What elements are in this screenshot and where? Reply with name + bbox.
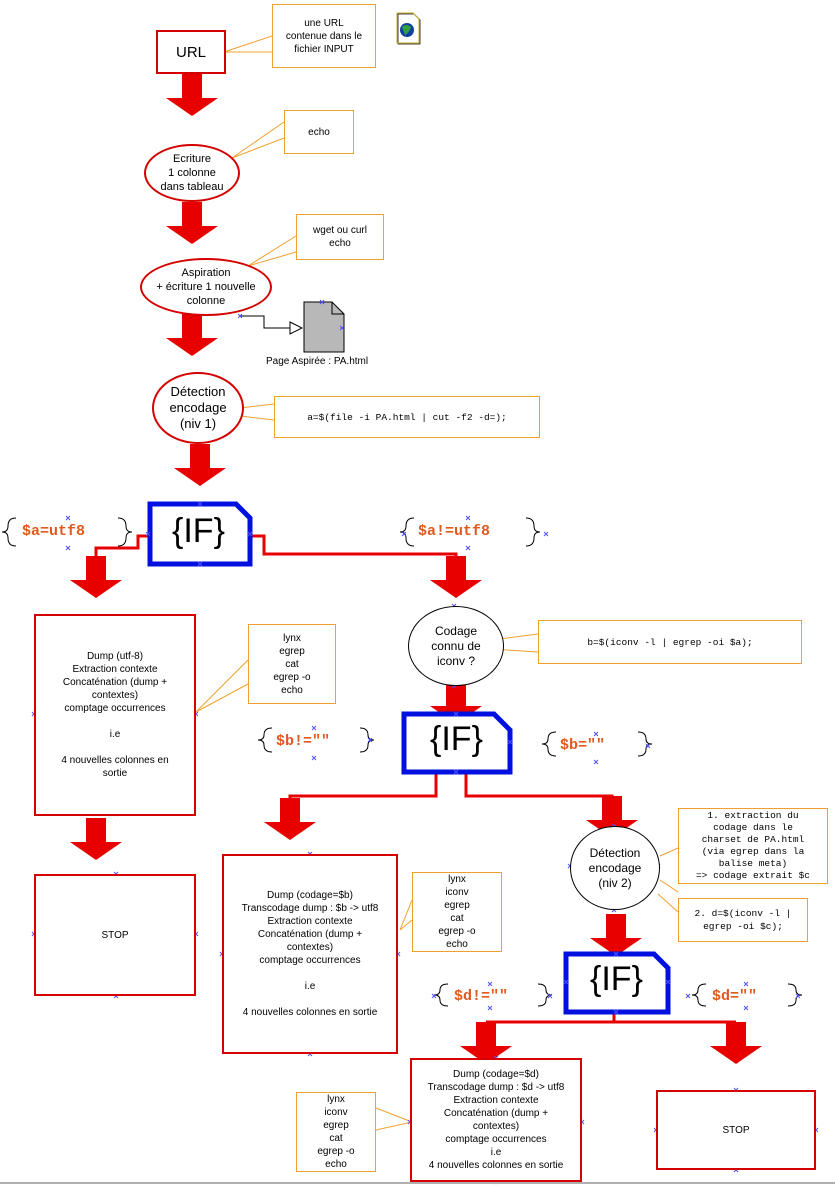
page-aspiree-caption: Page Aspirée : PA.html	[266, 356, 369, 367]
dump-d-note: lynx iconv egrep cat egrep -o echo	[296, 1092, 376, 1172]
condition-a-not-utf8: $a!=utf8	[418, 523, 491, 540]
page-document-icon	[303, 301, 345, 353]
if-shape-1	[147, 501, 253, 567]
if-shape-2	[401, 711, 513, 775]
if-shape-3	[563, 951, 671, 1015]
condition-b-not-empty: $b!=""	[276, 733, 331, 750]
stop-box-1: STOP	[34, 874, 196, 996]
condition-a-utf8: $a=utf8	[22, 523, 86, 540]
url-note: une URL contenue dans le fichier INPUT	[272, 4, 376, 68]
dump-utf8-note: lynx egrep cat egrep -o echo	[248, 624, 336, 704]
if-label-2: {IF}	[430, 720, 483, 758]
dump-b-note: lynx iconv egrep cat egrep -o echo	[412, 872, 502, 952]
dump-b-box: Dump (codage=$b) Transcodage dump : $b -…	[222, 854, 398, 1054]
if-label-3: {IF}	[590, 960, 643, 998]
dump-utf8-box: Dump (utf-8) Extraction contexte Concaté…	[34, 614, 196, 816]
detection-niv2-note-2: 2. d=$(iconv -l | egrep -oi $c);	[678, 898, 808, 942]
url-box: URL	[156, 30, 226, 74]
aspiration-note: wget ou curl echo	[296, 214, 384, 260]
ecriture-note: echo	[284, 110, 354, 154]
codage-connu-note: b=$(iconv -l | egrep -oi $a);	[538, 620, 802, 664]
stop-box-2: STOP	[656, 1090, 816, 1170]
detection-niv2-node: Détection encodage (niv 2)	[570, 826, 660, 910]
condition-d-not-empty: $d!=""	[454, 988, 509, 1005]
detection-niv1-node: Détection encodage (niv 1)	[152, 372, 244, 444]
html-file-icon	[396, 12, 421, 45]
ecriture-node: Ecriture 1 colonne dans tableau	[144, 144, 240, 202]
condition-d-empty: $d=""	[712, 988, 758, 1005]
codage-connu-node: Codage connu de iconv ?	[408, 606, 504, 686]
condition-b-empty: $b=""	[560, 737, 606, 754]
detection-niv2-note-1: 1. extraction du codage dans le charset …	[678, 808, 828, 884]
dump-d-box: Dump (codage=$d) Transcodage dump : $d -…	[410, 1058, 582, 1182]
bottom-rule	[0, 1182, 835, 1184]
aspiration-node: Aspiration + écriture 1 nouvelle colonne	[140, 258, 272, 316]
condition-braces	[1, 517, 803, 1007]
detection-niv1-note: a=$(file -i PA.html | cut -f2 -d=);	[274, 396, 540, 438]
page-connector	[240, 315, 290, 329]
if-label-1: {IF}	[172, 512, 225, 550]
